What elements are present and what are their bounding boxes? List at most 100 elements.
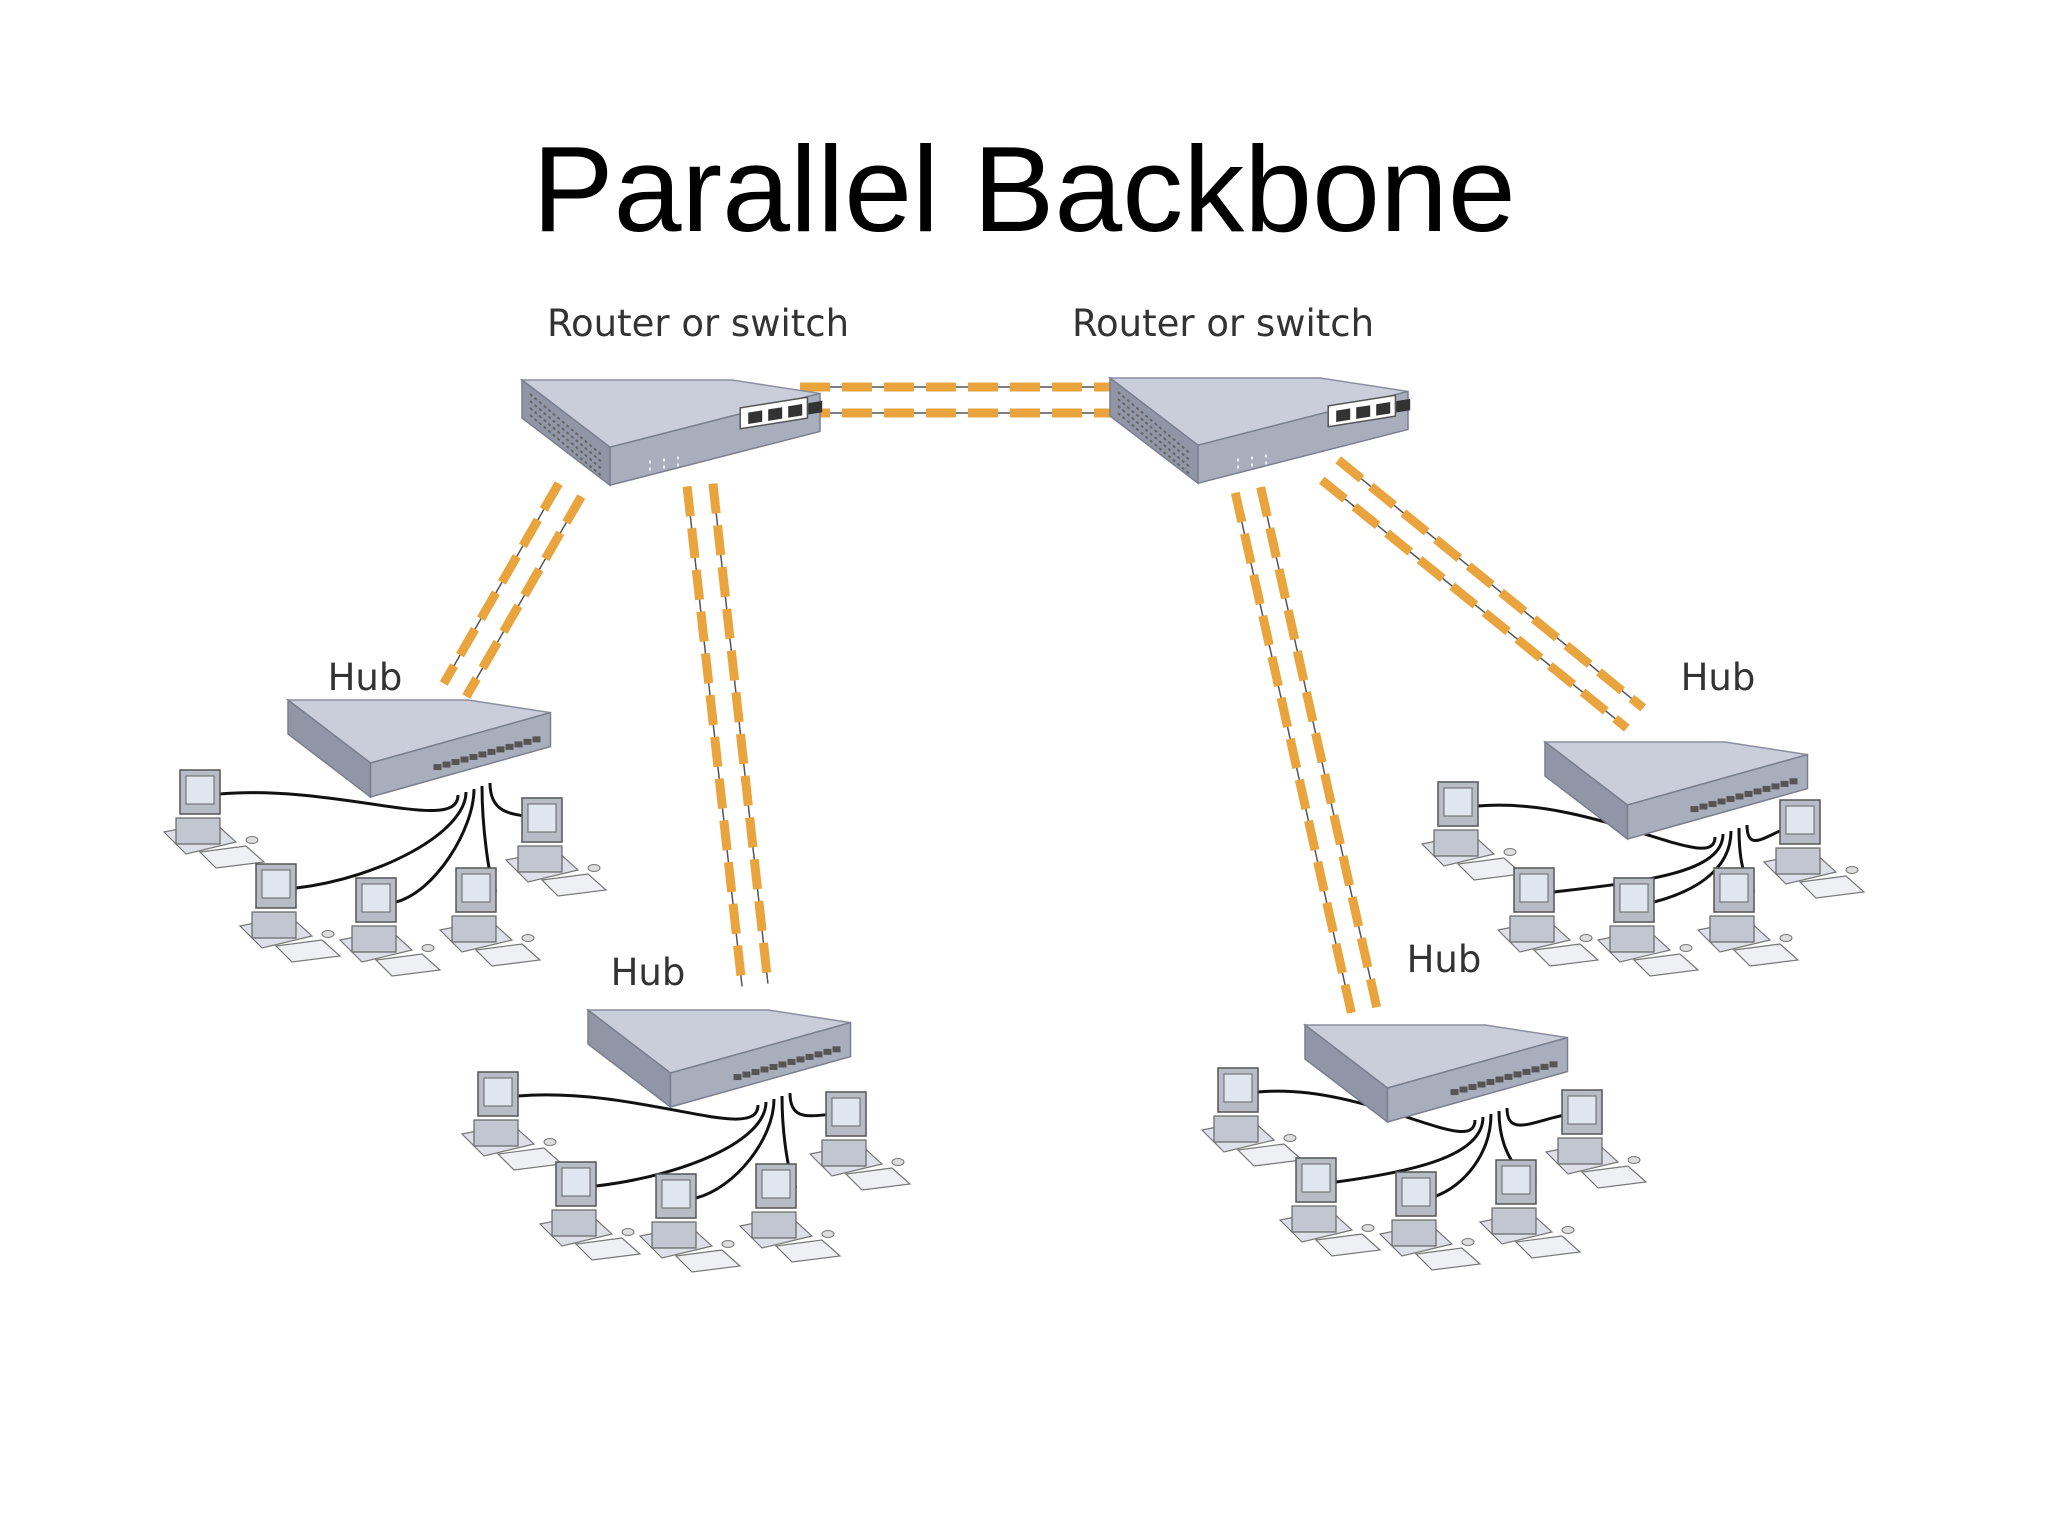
device-front [369, 711, 552, 798]
computer-tower [473, 1119, 519, 1147]
hub-port [733, 1074, 742, 1081]
hub-port [1504, 1073, 1513, 1080]
hub-port [1549, 1061, 1558, 1068]
hub-top-left-computer-4 [438, 867, 542, 967]
monitor-screen [1619, 883, 1649, 913]
monitor-screen [1301, 1163, 1331, 1193]
mouse-icon [521, 934, 535, 942]
vent-slot [529, 407, 603, 470]
hub-bottom-right [1302, 1023, 1569, 1124]
hub-bottom-left-label: Hub [611, 951, 686, 994]
computer-tower [175, 817, 221, 845]
hub-bottom-right-computer-4 [1478, 1159, 1582, 1259]
backbone-link-strand [1256, 486, 1382, 1009]
computer-tower [551, 1209, 597, 1237]
hub-top-right [1542, 740, 1809, 841]
ethernet-port [748, 410, 763, 425]
computer-tower [821, 1139, 867, 1167]
ethernet-port [1396, 398, 1411, 413]
vent-slot [1117, 391, 1191, 454]
mouse-icon [1283, 1134, 1297, 1142]
workstation-cable [517, 1093, 760, 1121]
computer-tower [1213, 1115, 1259, 1143]
mouse-icon [891, 1158, 905, 1166]
computer-tower [651, 1221, 697, 1249]
keyboard-icon [674, 1249, 742, 1273]
hub-port [814, 1051, 823, 1058]
keyboard-icon [1798, 875, 1866, 899]
mouse-icon [1561, 1226, 1575, 1234]
mouse-icon [245, 836, 259, 844]
computer-tower [1391, 1219, 1437, 1247]
workstation-cable [395, 788, 476, 904]
monitor-screen [483, 1077, 513, 1107]
keyboard-icon [496, 1147, 564, 1171]
hub-port [1690, 806, 1699, 813]
hub-port [1708, 801, 1717, 808]
hub-port [496, 746, 505, 753]
workstation-cable [1435, 1113, 1493, 1198]
mouse-icon [1503, 848, 1517, 856]
hub-top-right-computer-3 [1596, 877, 1700, 977]
ethernet-port [1336, 408, 1351, 423]
backbone-link-right-hub4 [1318, 456, 1647, 732]
keyboard-icon [474, 943, 542, 967]
router-right [1107, 376, 1411, 485]
computer-tower [1291, 1205, 1337, 1233]
keyboard-icon [274, 939, 342, 963]
hub-port [751, 1069, 760, 1076]
backbone-link-strand [1318, 476, 1630, 732]
router-left-label: Router or switch [547, 302, 849, 345]
keyboard-icon [774, 1239, 842, 1263]
mouse-icon [321, 930, 335, 938]
keyboard-icon [844, 1167, 912, 1191]
backbone-link-strand [1230, 491, 1356, 1014]
keyboard-icon [1456, 857, 1524, 881]
computer-tower [1433, 829, 1479, 857]
backbone-link-strand [462, 494, 586, 699]
vent-slot [529, 400, 603, 463]
hub-port [478, 751, 487, 758]
hub-top-left [285, 698, 552, 799]
keyboard-icon [1532, 943, 1600, 967]
workstation-cables [219, 782, 1821, 1200]
mouse-icon [421, 944, 435, 952]
hub-port [1771, 783, 1780, 790]
device-front [1386, 1036, 1569, 1123]
monitor-screen [1519, 873, 1549, 903]
keyboard-icon [540, 873, 608, 897]
hub-bottom-left-computer-4 [738, 1163, 842, 1263]
computer-tower [517, 845, 563, 873]
mouse-icon [821, 1230, 835, 1238]
hub-bottom-left-computer-2 [538, 1161, 642, 1261]
monitor-screen [1719, 873, 1749, 903]
monitor-screen [1223, 1073, 1253, 1103]
monitor-screen [661, 1179, 691, 1209]
hub-port [1495, 1076, 1504, 1083]
hub-port [514, 741, 523, 748]
hub-port [805, 1053, 814, 1060]
hub-port [787, 1058, 796, 1065]
hub-top-right-computer-1 [1420, 781, 1524, 881]
monitor-screen [185, 775, 215, 805]
hub-port [487, 748, 496, 755]
monitor-screen [1443, 787, 1473, 817]
ethernet-port [768, 407, 783, 421]
hub-bottom-right-computer-1 [1200, 1067, 1304, 1167]
computer-tower [451, 915, 497, 943]
hub-port [532, 736, 541, 743]
hub-port [469, 753, 478, 760]
hub-port [1789, 778, 1798, 785]
backbone-link-strand [1335, 456, 1647, 712]
mouse-icon [1579, 934, 1593, 942]
hub-top-left-computer-1 [162, 769, 266, 869]
workstation-cable [1653, 830, 1733, 904]
keyboard-icon [1414, 1247, 1482, 1271]
vent-slot [529, 393, 603, 456]
hub-top-right-computer-5 [1762, 799, 1866, 899]
hub-port [1780, 780, 1789, 787]
workstation-cable [295, 791, 468, 890]
hub-bottom-left-computer-5 [808, 1091, 912, 1191]
hub-bottom-left-computer-3 [638, 1173, 742, 1273]
